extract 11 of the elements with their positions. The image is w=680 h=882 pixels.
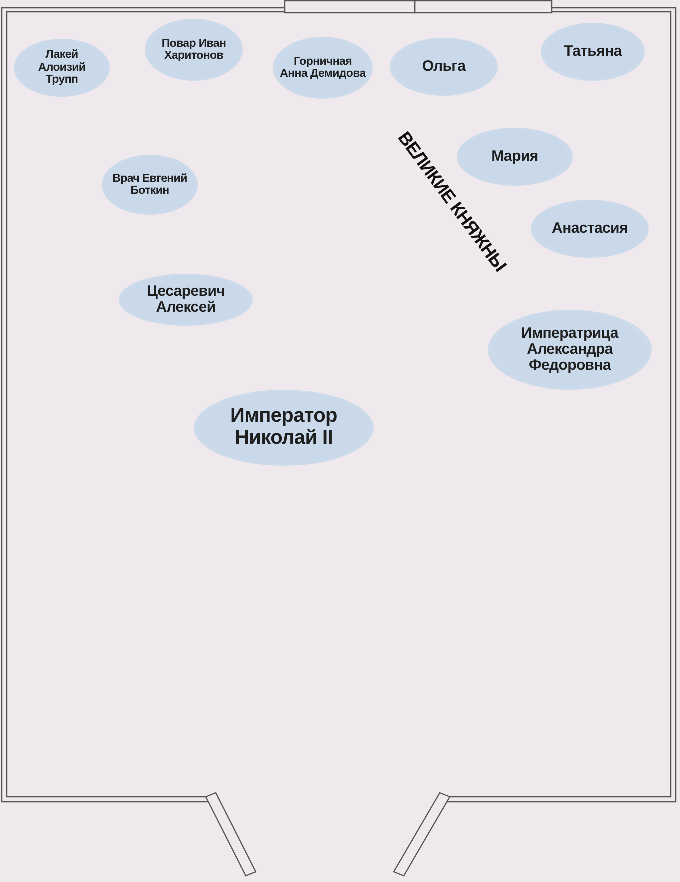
person-name: Лакей Алоизий Трупп xyxy=(37,49,87,87)
person-name: Цесаревич Алексей xyxy=(146,284,226,316)
person-name: Татьяна xyxy=(564,44,622,60)
person-name: Императрица Александра Федоровна xyxy=(520,326,620,374)
person-name: Анастасия xyxy=(552,220,628,238)
person-name: Повар Иван Харитонов xyxy=(160,38,228,62)
person-name: Ольга xyxy=(422,58,466,76)
person-name: Император Николай II xyxy=(230,406,338,450)
person-name: Врач Евгений Боткин xyxy=(112,172,188,198)
person-name: Горничная Анна Демидова xyxy=(280,56,366,80)
person-name: Мария xyxy=(492,148,538,166)
